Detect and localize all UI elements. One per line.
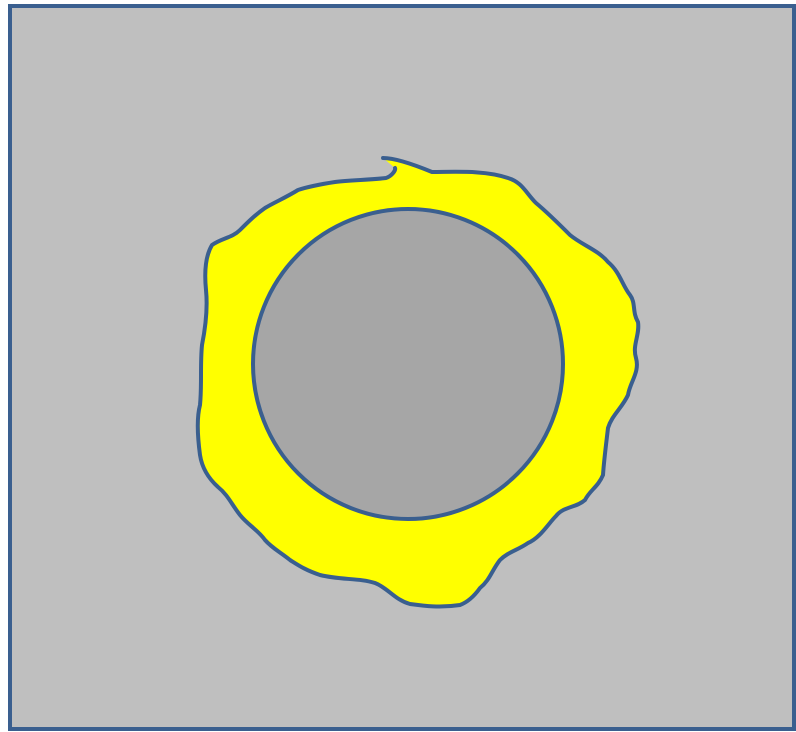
inner-gray-circle [253,209,563,519]
